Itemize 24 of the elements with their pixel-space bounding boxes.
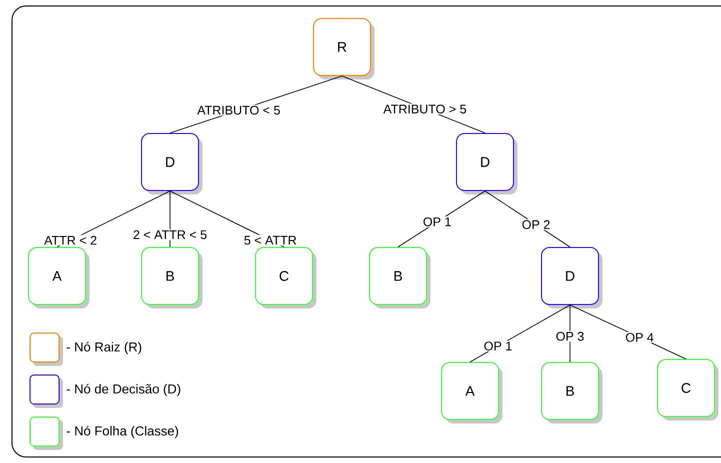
decision-box: D — [141, 133, 202, 194]
legend-text: - Nó de Decisão (D) — [66, 384, 180, 396]
edge-label: OP 4 — [626, 332, 654, 342]
leaf-box: B — [141, 247, 202, 308]
legend-text: - Nó Folha (Classe) — [66, 426, 178, 438]
edge-label: ATRIBUTO > 5 — [383, 104, 466, 114]
edge-label: OP 2 — [522, 220, 550, 230]
edge-label: 2 < ATTR < 5 — [134, 230, 207, 240]
edge-label: ATTR < 2 — [44, 236, 96, 245]
edge-label: ATRIBUTO < 5 — [197, 106, 280, 115]
edge-label: OP 1 — [484, 342, 512, 350]
edge-label: OP 3 — [556, 332, 584, 341]
leaf-box: B — [369, 247, 430, 308]
decision-box: D — [541, 247, 602, 308]
decision-box: D — [456, 133, 518, 194]
edge-label: OP 1 — [424, 217, 451, 226]
leaf-box: C — [255, 247, 316, 308]
leaf-box: C — [657, 359, 718, 420]
leaf-box: B — [541, 362, 602, 424]
leaf-box: A — [441, 362, 502, 424]
edge-label: 5 < ATTR — [244, 236, 296, 245]
legend-text: - Nó Raiz (R) — [66, 342, 142, 354]
leaf-box: A — [28, 247, 90, 308]
root-box: R — [313, 18, 374, 80]
